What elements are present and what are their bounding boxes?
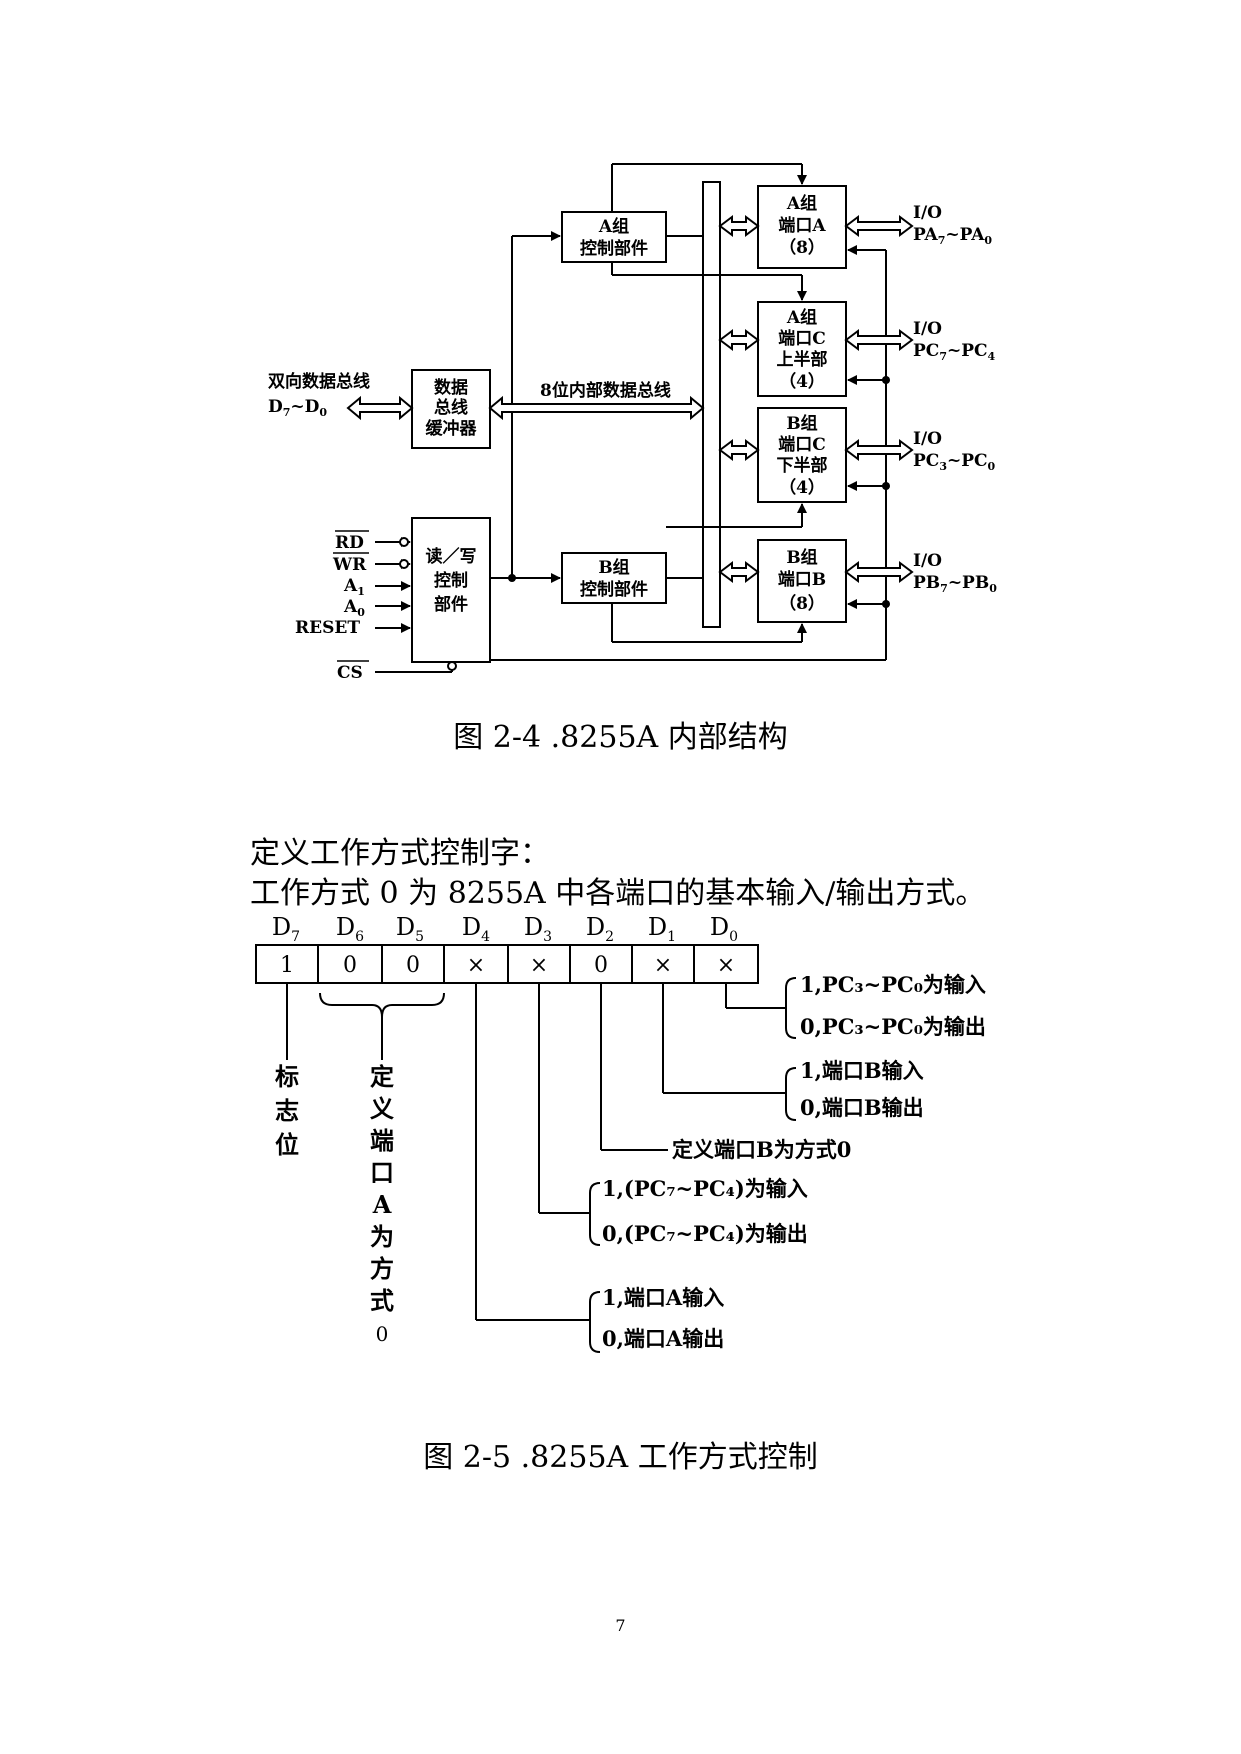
bidir-bus-label: 双向数据总线: [268, 371, 370, 392]
internal-bus-label: 8位内部数据总线: [540, 380, 671, 401]
io-label-pcu: I/O: [913, 319, 942, 339]
mode-a-label-1: 定: [370, 1062, 394, 1091]
group-b-control-1: B组: [598, 557, 629, 578]
mode-a-label-5: A: [372, 1190, 392, 1219]
bit-label-d7: D7: [272, 913, 300, 945]
rw-label-3: 部件: [434, 594, 468, 615]
group-b-control-2: 控制部件: [580, 579, 648, 600]
port-cl-3: 下半部: [777, 455, 828, 476]
bit-value-d7: 1: [280, 953, 294, 978]
bit-value-d0: ×: [717, 953, 735, 978]
mode-a-label-4: 口: [370, 1158, 394, 1187]
pin-label-pcl: PC3~PC0: [913, 451, 996, 473]
d2-desc: 定义端口B为方式0: [672, 1137, 851, 1162]
port-cu-3: 上半部: [777, 349, 828, 370]
bit-label-d4: D4: [462, 913, 490, 945]
a0-label: A0: [343, 597, 365, 619]
port-cu-2: 端口C: [778, 328, 826, 349]
port-b-3: （8）: [779, 593, 825, 614]
bit-label-d3: D3: [524, 913, 552, 945]
buffer-label-2: 总线: [434, 397, 468, 418]
flag-label-1: 标: [275, 1062, 299, 1091]
bit-value-d6: 0: [343, 953, 357, 978]
bus-d-label: D7~D0: [268, 397, 327, 419]
mode-a-label-6: 为: [370, 1222, 394, 1251]
bit-label-d5: D5: [396, 913, 424, 945]
pin-label-pcu: PC7~PC4: [913, 341, 996, 363]
port-cl-1: B组: [786, 413, 817, 434]
rd-label: RD: [335, 533, 364, 553]
bit-value-d3: ×: [530, 953, 548, 978]
cs-label: CS: [337, 663, 363, 683]
port-cl-2: 端口C: [778, 434, 826, 455]
a1-label: A1: [343, 576, 365, 598]
mode-a-label-2: 义: [370, 1094, 394, 1123]
wr-label: WR: [332, 555, 367, 575]
page-number: 7: [615, 1616, 626, 1635]
group-a-control-2: 控制部件: [580, 238, 648, 259]
port-a-1: A组: [786, 193, 817, 214]
io-label-pb: I/O: [913, 551, 942, 571]
d0-out: 0,PC₃~PC₀为输出: [800, 1014, 986, 1039]
bit-label-d2: D2: [586, 913, 614, 945]
bit-value-d1: ×: [654, 953, 672, 978]
mode-a-label-7: 方: [370, 1254, 394, 1283]
control-word-diagram: D7 D6 D5 D4 D3 D2 D1 D0 1 0 0 × × 0 × ×: [255, 913, 986, 1353]
flag-label-2: 志: [275, 1096, 299, 1125]
figure1-caption: 图 2-4 .8255A 内部结构: [453, 720, 788, 755]
d1-in: 1,端口B输入: [800, 1058, 924, 1083]
text-line-1: 定义工作方式控制字：: [250, 836, 550, 871]
rw-label-2: 控制: [434, 570, 468, 591]
mode-a-label-8: 式: [370, 1286, 394, 1315]
d1-out: 0,端口B输出: [800, 1095, 924, 1120]
port-cu-1: A组: [786, 307, 817, 328]
bit-value-d4: ×: [467, 953, 485, 978]
d3-in: 1,(PC₇~PC₄)为输入: [602, 1176, 808, 1201]
port-b-1: B组: [786, 547, 817, 568]
port-a-2: 端口A: [778, 215, 826, 236]
group-a-control-1: A组: [598, 216, 629, 237]
reset-label: RESET: [295, 618, 360, 638]
d4-in: 1,端口A输入: [602, 1285, 724, 1310]
rw-label-1: 读／写: [426, 546, 477, 567]
pin-label-pa: PA7~PA0: [913, 225, 992, 247]
port-b-2: 端口B: [778, 569, 826, 590]
figure2-caption: 图 2-5 .8255A 工作方式控制: [423, 1440, 818, 1475]
d0-in: 1,PC₃~PC₀为输入: [800, 972, 986, 997]
bit-value-d5: 0: [406, 953, 420, 978]
d4-out: 0,端口A输出: [602, 1326, 724, 1351]
port-cl-4: （4）: [779, 477, 825, 498]
buffer-label-1: 数据: [434, 377, 468, 398]
port-cu-4: （4）: [779, 371, 825, 392]
mode-a-label-3: 端: [370, 1126, 394, 1155]
bit-label-d6: D6: [336, 913, 364, 945]
io-label-pcl: I/O: [913, 429, 942, 449]
bit-label-d1: D1: [648, 913, 676, 945]
mode-a-label-9: 0: [376, 1322, 389, 1346]
block-diagram-8255a: 双向数据总线 D7~D0 RD WR A1 A0 RESET CS 数据 总线 …: [268, 163, 997, 683]
port-a-3: （8）: [779, 237, 825, 258]
pin-label-pb: PB7~PB0: [913, 573, 997, 595]
io-label-pa: I/O: [913, 203, 942, 223]
text-line-2: 工作方式 0 为 8255A 中各端口的基本输入/输出方式。: [250, 876, 986, 911]
buffer-label-3: 缓冲器: [426, 418, 478, 439]
flag-label-3: 位: [275, 1130, 299, 1159]
bit-value-d2: 0: [594, 953, 608, 978]
d3-out: 0,(PC₇~PC₄)为输出: [602, 1221, 808, 1246]
bit-label-d0: D0: [710, 913, 738, 945]
